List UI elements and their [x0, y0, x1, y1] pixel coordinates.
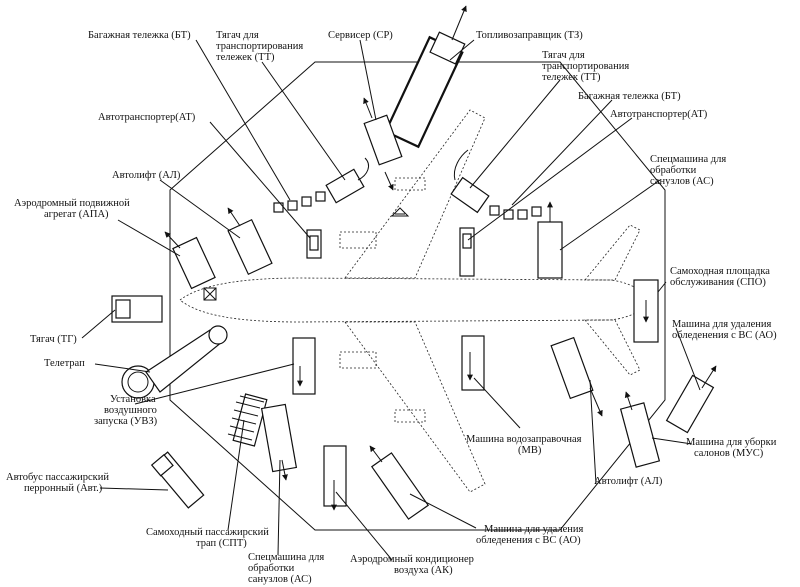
water-truck: [461, 335, 485, 391]
label-cart-tractor-right-2: транспортирования: [542, 61, 629, 72]
label-conveyor-left: Автотранспортер(АТ): [98, 112, 196, 123]
aircraft-outline: [179, 109, 651, 493]
label-air-start-3: запуска (УВЗ): [94, 416, 158, 427]
fuel-truck: [384, 5, 467, 149]
label-cart-tractor-top-1: Тягач для: [216, 30, 259, 41]
label-tow-tractor: Тягач (ТГ): [30, 334, 77, 345]
wing-marker-icon: [390, 207, 410, 217]
label-conveyor-right: Автотранспортер(АТ): [610, 109, 708, 120]
label-air-conditioner-2: воздуха (АК): [394, 565, 453, 576]
service-platform: [633, 279, 659, 343]
label-baggage-cart-right: Багажная тележка (БТ): [578, 91, 681, 102]
label-deicing-bottom-2: обледенения с ВС (АО): [476, 535, 581, 546]
label-cart-tractor-right-3: тележек (ТТ): [542, 72, 601, 83]
cabin-cleaning-truck: [619, 391, 661, 468]
baggage-tractor-top: [273, 157, 369, 213]
apron-bus: [150, 451, 205, 509]
label-service-platform-1: Самоходная площадка: [670, 266, 770, 277]
label-water-truck-1: Машина водозаправочная: [466, 434, 582, 445]
label-cabin-cleaning-2: салонов (МУС): [694, 448, 764, 459]
label-toilet-truck-bottom-3: санузлов (АС): [248, 574, 312, 585]
label-air-conditioner-1: Аэродромный кондиционер: [350, 554, 474, 565]
label-cart-tractor-top-2: транспортирования: [216, 41, 303, 52]
jet-bridge: [121, 325, 228, 399]
label-toilet-truck-right-1: Спецмашина для: [650, 154, 726, 165]
label-deicing-right-2: обледенения с ВС (АО): [672, 330, 777, 341]
label-servicer: Сервисер (СР): [328, 30, 393, 41]
leader-lines: [81, 39, 701, 561]
deicing-truck-right: [665, 365, 717, 434]
label-deicing-bottom-1: Машина для удаления: [484, 524, 583, 535]
label-bus-2: перронный (Авт.): [24, 483, 103, 494]
label-cart-tractor-right-1: Тягач для: [542, 50, 585, 61]
label-cart-tractor-top-3: тележек (ТТ): [216, 52, 275, 63]
label-jet-bridge: Телетрап: [44, 358, 85, 369]
label-toilet-truck-bottom-1: Спецмашина для: [248, 552, 324, 563]
label-autolift-left: Автолифт (АЛ): [112, 170, 181, 181]
label-cabin-cleaning-1: Машина для уборки: [686, 437, 777, 448]
toilet-service-truck-bottom: [260, 403, 298, 481]
passenger-stairs: [227, 393, 268, 447]
tow-tractor: [111, 295, 163, 323]
label-air-start-2: воздушного: [104, 405, 157, 416]
label-gpu-1: Аэродромный подвижной: [14, 198, 130, 209]
label-toilet-truck-right-3: санузлов (АС): [650, 176, 714, 187]
label-toilet-truck-right-2: обработки: [650, 165, 697, 176]
nose-door-icon: [203, 287, 217, 301]
label-fuel-truck: Топливозаправщик (ТЗ): [476, 30, 583, 41]
ground-power-unit: [164, 231, 216, 290]
label-air-start-1: Установка: [110, 394, 156, 405]
label-stairs-2: трап (СПТ): [196, 538, 247, 549]
label-deicing-right-1: Машина для удаления: [672, 319, 771, 330]
air-start-unit: [292, 337, 316, 395]
label-bus-1: Автобус пассажирский: [6, 472, 109, 483]
service-zone-boundary: [169, 61, 666, 531]
label-gpu-2: агрегат (АПА): [44, 209, 109, 220]
label-toilet-truck-bottom-2: обработки: [248, 563, 295, 574]
air-conditioner: [323, 445, 347, 511]
autolift-bottom: [550, 336, 603, 417]
label-autolift-bottom: Автолифт (АЛ): [594, 476, 663, 487]
label-baggage-cart-top: Багажная тележка (БТ): [88, 30, 191, 41]
deicing-truck-bottom: [369, 445, 430, 520]
label-service-platform-2: обслуживания (СПО): [670, 277, 766, 288]
autolift-left: [227, 207, 273, 276]
toilet-service-truck-right: [537, 201, 563, 279]
label-water-truck-2: (МВ): [518, 445, 542, 456]
baggage-tractor-right: [450, 149, 542, 220]
label-stairs-1: Самоходный пассажирский: [146, 527, 269, 538]
